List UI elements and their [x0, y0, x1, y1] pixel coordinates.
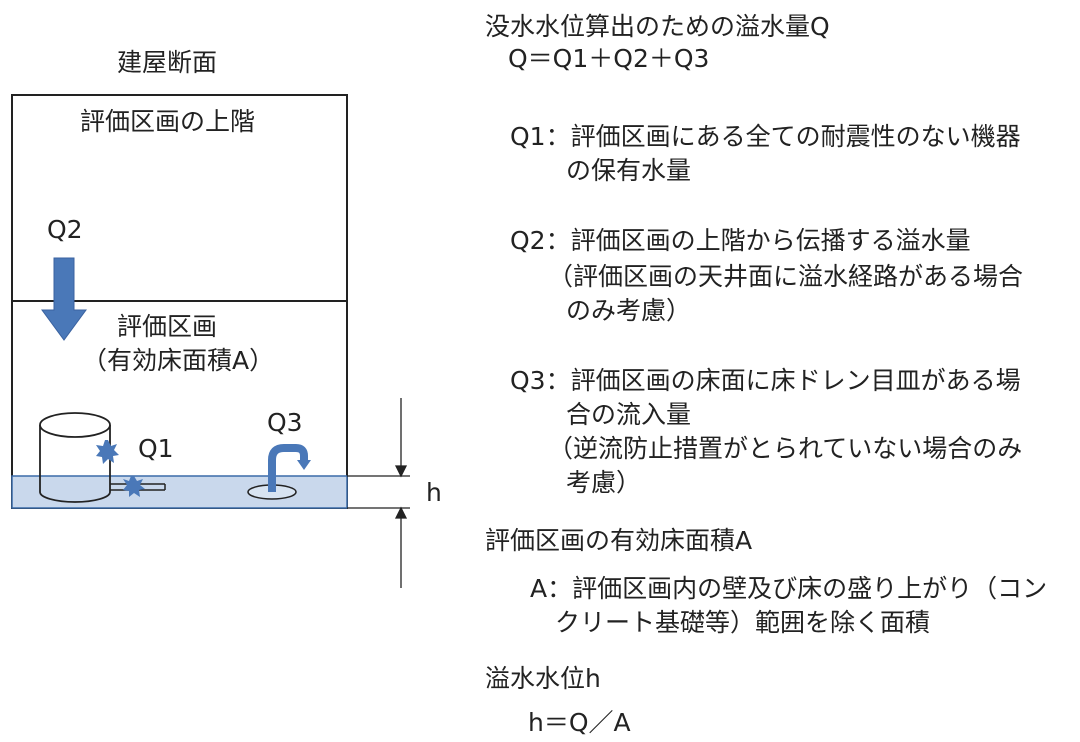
explanation-title: 没水水位算出のための溢水量Q	[485, 12, 830, 41]
q2-note-line2: のみ考慮）	[566, 296, 692, 325]
q2-label: Q2	[47, 215, 83, 244]
section-title: 建屋断面	[117, 48, 218, 77]
q3-note-line1: （逆流防止措置がとられていない場合のみ	[548, 434, 1023, 463]
zone-label-line2: （有効床面積A）	[82, 346, 275, 375]
total-formula: Q＝Q1＋Q2＋Q3	[508, 44, 710, 73]
leak-burst-icon	[96, 440, 145, 497]
q2-description-line1: Q2：評価区画の上階から伝播する溢水量	[510, 226, 971, 255]
q1-description-line1: Q1：評価区画にある全ての耐震性のない機器	[510, 122, 1021, 151]
area-title: 評価区画の有効床面積A	[485, 526, 753, 555]
q1-label: Q1	[138, 434, 174, 463]
q3-note-line2: 考慮）	[566, 468, 642, 497]
tank-icon	[39, 412, 111, 503]
q3-label: Q3	[267, 408, 303, 437]
area-description-line2: クリート基礎等）範囲を除く面積	[555, 608, 931, 637]
level-title: 溢水水位h	[485, 664, 601, 693]
q3-description-line1: Q3：評価区画の床面に床ドレン目皿がある場	[510, 366, 1021, 395]
floor-drain-icon	[247, 444, 311, 500]
q1-description-line2: の保有水量	[566, 156, 692, 185]
zone-label-line1: 評価区画	[117, 312, 218, 341]
q2-arrow-icon	[41, 257, 87, 341]
h-label: h	[426, 478, 442, 507]
upper-floor-label: 評価区画の上階	[80, 107, 256, 136]
level-formula: h＝Q／A	[528, 708, 631, 737]
q3-description-line2: 合の流入量	[566, 400, 692, 429]
area-description-line1: A：評価区画内の壁及び床の盛り上がり（コン	[530, 574, 1048, 603]
h-dimension	[347, 398, 410, 588]
q2-note-line1: （評価区画の天井面に溢水経路がある場合	[548, 262, 1024, 291]
building-section-diagram	[11, 94, 410, 588]
